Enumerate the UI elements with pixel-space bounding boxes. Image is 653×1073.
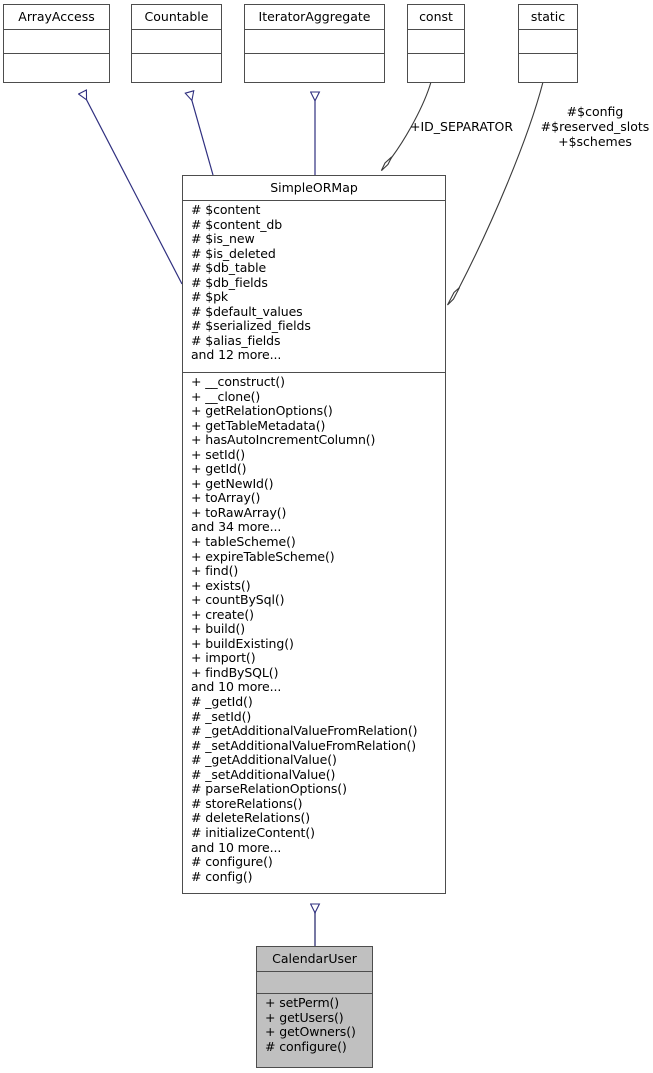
class-title-const: const (408, 5, 464, 30)
member-calendaruser-operation-2: + getOwners() (265, 1024, 356, 1040)
class-attributes-iteratoraggregate (245, 30, 384, 54)
member-simpleormap-operation-28: # parseRelationOptions() (191, 781, 347, 797)
member-simpleormap-attribute-10: and 12 more... (191, 347, 282, 363)
member-simpleormap-operation-30: # deleteRelations() (191, 810, 311, 826)
edge-label-static-config: #$config (566, 104, 624, 119)
edge-label-static-members: #$config #$reserved_slots +$schemes (538, 104, 652, 149)
class-box-calendaruser[interactable]: CalendarUser + setPerm()+ getUsers()+ ge… (256, 946, 373, 1068)
member-simpleormap-attribute-7: # $default_values (191, 303, 303, 319)
member-simpleormap-attribute-2: # $is_new (191, 231, 255, 247)
member-simpleormap-operation-24: # _getAdditionalValueFromRelation() (191, 723, 418, 739)
edge-label-id-separator: +ID_SEPARATOR (410, 119, 514, 134)
class-operations-countable (132, 54, 221, 78)
class-title-calendaruser: CalendarUser (257, 947, 372, 972)
member-simpleormap-operation-31: # initializeContent() (191, 824, 315, 840)
member-simpleormap-operation-5: + setId() (191, 446, 246, 462)
class-operations-const (408, 54, 464, 78)
member-simpleormap-operation-16: + create() (191, 606, 254, 622)
member-simpleormap-operation-11: + tableScheme() (191, 534, 296, 550)
class-title-countable: Countable (132, 5, 221, 30)
class-box-iteratoraggregate[interactable]: IteratorAggregate (244, 4, 385, 83)
class-attributes-calendaruser (257, 972, 372, 994)
class-box-countable[interactable]: Countable (131, 4, 222, 83)
member-calendaruser-operation-1: + getUsers() (265, 1009, 344, 1025)
member-simpleormap-attribute-3: # $is_deleted (191, 245, 276, 261)
inheritance-simpleormap-countable (190, 92, 214, 176)
member-simpleormap-attribute-9: # $alias_fields (191, 332, 281, 348)
member-simpleormap-operation-32: and 10 more... (191, 839, 282, 855)
member-simpleormap-attribute-5: # $db_fields (191, 274, 268, 290)
member-simpleormap-attribute-6: # $pk (191, 289, 229, 305)
class-operations-calendaruser: + setPerm()+ getUsers()+ getOwners()# co… (257, 994, 372, 1067)
inheritance-simpleormap-arrayaccess (83, 92, 183, 285)
class-attributes-arrayaccess (4, 30, 109, 54)
class-attributes-static (519, 30, 577, 54)
member-simpleormap-attribute-8: # $serialized_fields (191, 318, 311, 334)
member-simpleormap-operation-29: # storeRelations() (191, 795, 303, 811)
class-operations-simpleormap: + __construct()+ __clone()+ getRelationO… (183, 373, 445, 894)
member-simpleormap-operation-20: + findBySQL() (191, 664, 279, 680)
member-simpleormap-operation-34: # config() (191, 868, 253, 884)
member-simpleormap-operation-14: + exists() (191, 577, 251, 593)
member-simpleormap-operation-4: + hasAutoIncrementColumn() (191, 432, 376, 448)
member-simpleormap-operation-1: + __clone() (191, 388, 261, 404)
member-simpleormap-attribute-1: # $content_db (191, 216, 283, 232)
edge-label-static-schemes: +$schemes (558, 134, 632, 149)
member-simpleormap-operation-8: + toArray() (191, 490, 261, 506)
member-simpleormap-operation-7: + getNewId() (191, 475, 274, 491)
class-operations-static (519, 54, 577, 78)
class-attributes-countable (132, 30, 221, 54)
member-simpleormap-operation-0: + __construct() (191, 374, 285, 389)
class-title-static: static (519, 5, 577, 30)
member-simpleormap-operation-15: + countBySql() (191, 592, 285, 608)
member-simpleormap-operation-22: # _getId() (191, 694, 253, 710)
member-simpleormap-operation-12: + expireTableScheme() (191, 548, 335, 564)
class-title-iteratoraggregate: IteratorAggregate (245, 5, 384, 30)
member-simpleormap-operation-3: + getTableMetadata() (191, 417, 326, 433)
edge-label-static-reserved-slots: #$reserved_slots (540, 119, 650, 134)
member-simpleormap-operation-17: + build() (191, 621, 246, 637)
class-title-simpleormap: SimpleORMap (183, 176, 445, 201)
member-simpleormap-operation-2: + getRelationOptions() (191, 403, 333, 419)
class-operations-arrayaccess (4, 54, 109, 78)
member-simpleormap-operation-6: + getId() (191, 461, 247, 477)
member-simpleormap-attribute-0: # $content (191, 202, 261, 217)
member-calendaruser-operation-3: # configure() (265, 1038, 347, 1054)
member-simpleormap-operation-10: and 34 more... (191, 519, 282, 535)
member-simpleormap-operation-19: + import() (191, 650, 256, 666)
member-simpleormap-operation-33: # configure() (191, 854, 273, 870)
member-simpleormap-operation-26: # _getAdditionalValue() (191, 752, 337, 768)
member-simpleormap-operation-9: + toRawArray() (191, 504, 287, 520)
member-simpleormap-operation-21: and 10 more... (191, 679, 282, 695)
member-simpleormap-operation-27: # _setAdditionalValue() (191, 766, 336, 782)
member-simpleormap-operation-13: + find() (191, 563, 239, 579)
class-box-static[interactable]: static (518, 4, 578, 83)
class-box-simpleormap[interactable]: SimpleORMap # $content# $content_db# $is… (182, 175, 446, 894)
member-simpleormap-attribute-4: # $db_table (191, 260, 267, 276)
class-box-arrayaccess[interactable]: ArrayAccess (3, 4, 110, 83)
class-title-arrayaccess: ArrayAccess (4, 5, 109, 30)
association-static-simpleormap (447, 81, 544, 306)
class-attributes-const (408, 30, 464, 54)
member-simpleormap-operation-18: + buildExisting() (191, 635, 294, 651)
member-simpleormap-operation-25: # _setAdditionalValueFromRelation() (191, 737, 416, 753)
member-simpleormap-operation-23: # _setId() (191, 708, 252, 724)
class-operations-iteratoraggregate (245, 54, 384, 78)
member-calendaruser-operation-0: + setPerm() (265, 995, 340, 1010)
class-attributes-simpleormap: # $content# $content_db# $is_new# $is_de… (183, 201, 445, 373)
class-box-const[interactable]: const (407, 4, 465, 83)
